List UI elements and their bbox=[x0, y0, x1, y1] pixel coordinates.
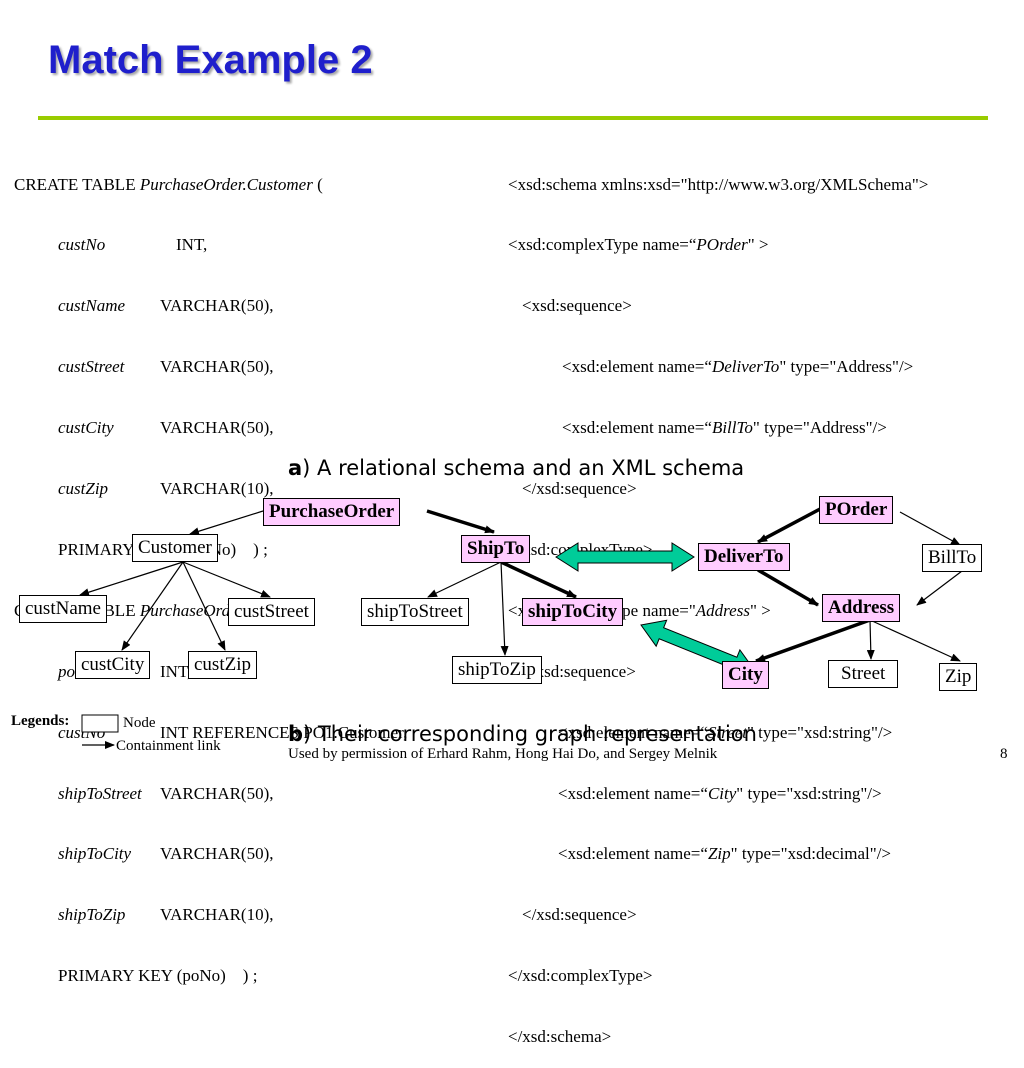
footer-credit: Used by permission of Erhard Rahm, Hong … bbox=[288, 746, 718, 762]
edge-customer-custname bbox=[79, 561, 184, 597]
xsd-line: </xsd:schema> bbox=[508, 1027, 612, 1047]
node-custcity: custCity bbox=[75, 651, 151, 679]
node-custzip: custZip bbox=[188, 651, 257, 679]
edge-porder-billto bbox=[899, 511, 961, 546]
legend-heading: Legends: bbox=[11, 713, 70, 729]
node-billto: BillTo bbox=[922, 544, 983, 572]
node-shiptocity: shipToCity bbox=[522, 598, 624, 626]
edge-shipto-shiptocity bbox=[500, 560, 577, 599]
xsd-line: <xsd:sequence> bbox=[522, 296, 632, 316]
xsd-line: <xsd:element name=“Zip" type="xsd:decima… bbox=[558, 844, 892, 864]
node-city: City bbox=[722, 661, 769, 689]
xsd-line: </xsd:sequence> bbox=[522, 479, 637, 499]
title-divider bbox=[38, 116, 988, 120]
caption-a: a) A relational schema and an XML schema bbox=[288, 456, 745, 480]
node-custstreet: custStreet bbox=[228, 598, 315, 626]
legend-link-label: Containment link bbox=[116, 738, 221, 754]
edge-address-city bbox=[755, 618, 871, 663]
edge-purchaseorder-customer bbox=[189, 510, 264, 536]
edge-deliverto-address bbox=[757, 568, 819, 607]
edge-address-street bbox=[866, 619, 875, 660]
node-purchaseorder: PurchaseOrder bbox=[263, 498, 401, 526]
xsd-line: <xsd:element name=“DeliverTo" type="Addr… bbox=[562, 357, 914, 377]
sql-line: CREATE TABLE PurchaseOrder.Customer ( bbox=[14, 174, 323, 194]
edge-address-zip bbox=[869, 619, 961, 662]
edge-shipto-shiptozip bbox=[500, 561, 509, 656]
xsd-line: <xsd:element name=“BillTo" type="Address… bbox=[562, 418, 887, 438]
xsd-line: <xsd:schema xmlns:xsd="http://www.w3.org… bbox=[508, 174, 929, 194]
graph-edges bbox=[79, 506, 963, 749]
edge-customer-custcity bbox=[121, 561, 184, 651]
sql-line: PRIMARY KEY (poNo) ) ; bbox=[58, 966, 258, 986]
legend-node-label: Node bbox=[123, 715, 156, 731]
node-porder: POrder bbox=[819, 496, 894, 524]
page-number: 8 bbox=[1000, 746, 1008, 762]
node-shiptozip: shipToZip bbox=[452, 656, 542, 684]
edge-customer-custstreet bbox=[182, 561, 271, 598]
node-customer: Customer bbox=[132, 534, 218, 562]
match-arrow-shipto-deliverto bbox=[555, 542, 695, 572]
node-shipto: ShipTo bbox=[461, 535, 531, 563]
node-custname: custName bbox=[19, 595, 107, 623]
node-address: Address bbox=[822, 594, 901, 622]
legend-node-swatch bbox=[81, 714, 119, 733]
xsd-line: <xsd:sequence> bbox=[526, 661, 636, 681]
edge-billto-address bbox=[916, 570, 963, 606]
slide-title: Match Example 2 bbox=[48, 38, 373, 82]
xsd-line: <xsd:complexType name=“POrder" > bbox=[508, 235, 769, 255]
node-street: Street bbox=[828, 660, 899, 688]
caption-b: b) Their corresponding graph representat… bbox=[288, 722, 757, 746]
node-deliverto: DeliverTo bbox=[698, 543, 790, 571]
xsd-line: </xsd:complexType> bbox=[508, 966, 653, 986]
edge-purchaseorder-shipto bbox=[426, 509, 495, 534]
xsd-line: <xsd:element name=“Street" type="xsd:str… bbox=[558, 722, 893, 742]
xsd-line: </xsd:sequence> bbox=[522, 905, 637, 925]
edge-porder-deliverto bbox=[757, 506, 823, 544]
node-shiptostreet: shipToStreet bbox=[361, 598, 469, 626]
edge-shipto-shiptostreet bbox=[427, 561, 502, 598]
xsd-line: <xsd:element name=“City" type="xsd:strin… bbox=[558, 783, 882, 803]
node-zip: Zip bbox=[939, 663, 978, 691]
edge-customer-custzip bbox=[182, 561, 226, 651]
